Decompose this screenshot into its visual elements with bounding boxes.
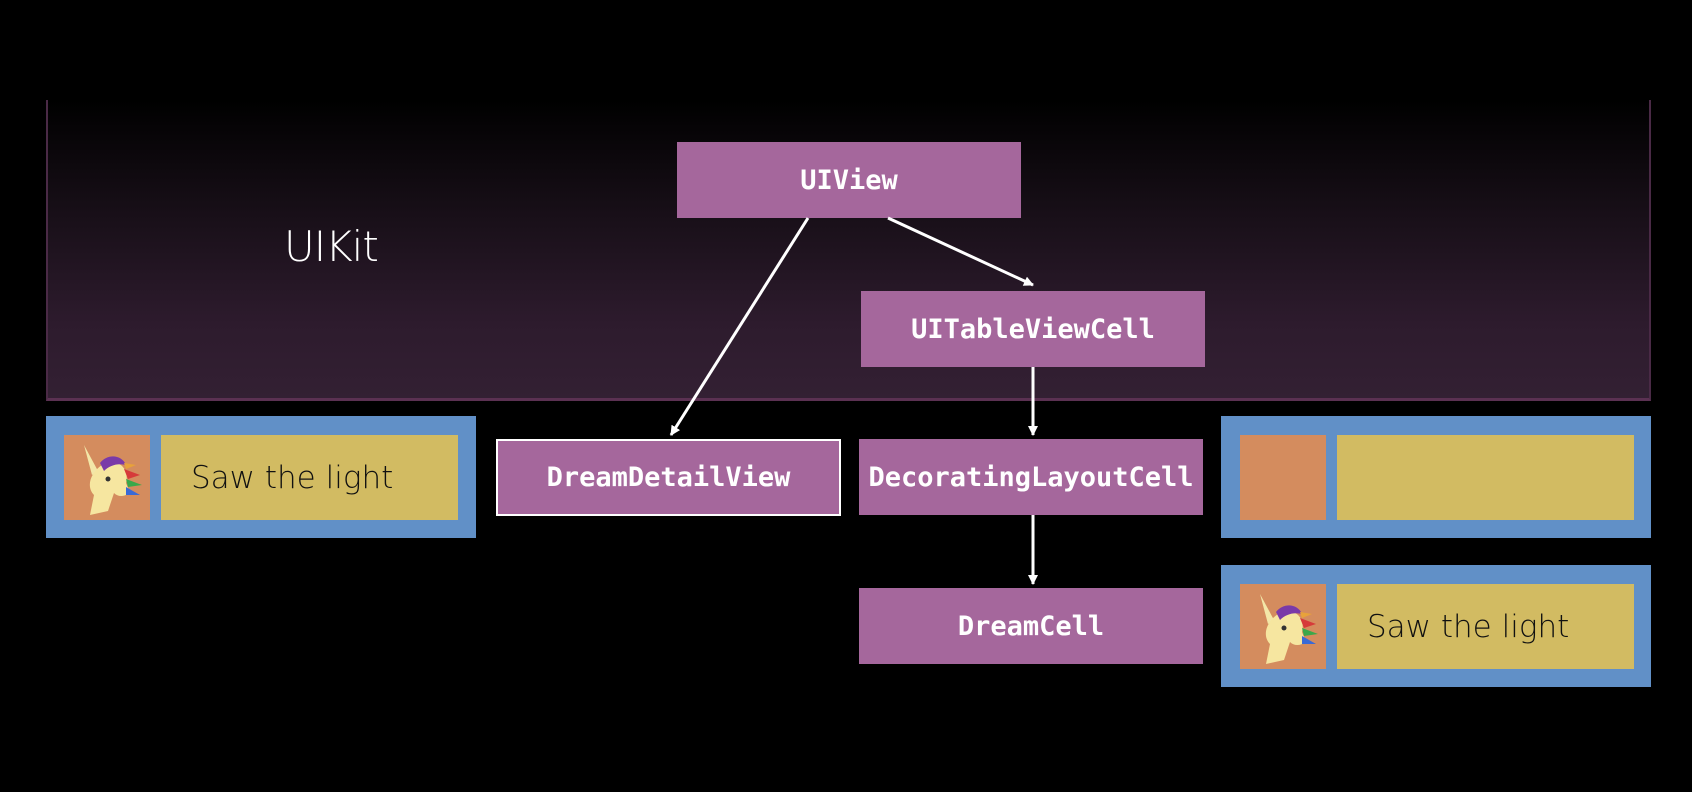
unicorn-icon bbox=[1240, 584, 1326, 669]
dreamcell-box: DreamCell bbox=[859, 588, 1203, 664]
text-placeholder bbox=[1337, 435, 1634, 520]
dreamdetailview-box: DreamDetailView bbox=[496, 439, 841, 516]
cell-text-right-bottom: Saw the light bbox=[1337, 584, 1634, 669]
image-placeholder bbox=[1240, 435, 1326, 520]
unicorn-icon bbox=[64, 435, 150, 520]
uiview-box: UIView bbox=[677, 142, 1021, 218]
cell-text-left: Saw the light bbox=[161, 435, 458, 520]
uikit-label: UIKit bbox=[284, 222, 379, 271]
uitableviewcell-box: UITableViewCell bbox=[861, 291, 1205, 367]
decoratinglayoutcell-box: DecoratingLayoutCell bbox=[859, 439, 1203, 515]
